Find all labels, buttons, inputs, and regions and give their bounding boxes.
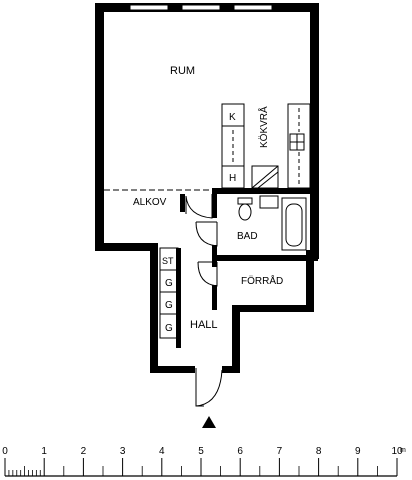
room-label-forrad: FÖRRÅD [241, 274, 283, 287]
fridge-label: K [229, 112, 236, 123]
room-label-alkov: ALKOV [133, 197, 167, 208]
scale-bar: 0 1 2 3 4 5 6 7 8 9 10 m [2, 446, 406, 477]
scale-tick-label-1: 1 [41, 446, 47, 457]
door-forrad-icon [197, 261, 218, 287]
entrance-arrow-icon [202, 416, 216, 428]
door-entrance-icon [195, 368, 223, 407]
scale-tick-label-0: 0 [2, 446, 8, 457]
doors [185, 194, 223, 407]
bathtub-icon [281, 197, 307, 251]
scale-unit-label: m [400, 447, 406, 454]
stove-label: H [229, 173, 236, 184]
scale-tick-label-10: 10 [391, 446, 403, 457]
room-label-hall: HALL [190, 319, 218, 331]
room-label-rum: RUM [170, 65, 195, 77]
bathroom-fixtures [237, 195, 307, 251]
scale-tick-label-7: 7 [277, 446, 283, 457]
door-bad-icon [195, 221, 218, 247]
kitchen-counter [221, 103, 311, 189]
scale-tick-label-8: 8 [316, 446, 322, 457]
closet-label-g2: G [165, 300, 173, 311]
room-label-bad: BAD [237, 231, 258, 242]
scale-tick-label-2: 2 [81, 446, 87, 457]
scale-tick-label-6: 6 [237, 446, 243, 457]
scale-minor-ticks [8, 466, 378, 476]
scale-tick-label-5: 5 [198, 446, 204, 457]
toilet-icon [237, 197, 253, 205]
scale-tick-label-3: 3 [120, 446, 126, 457]
closet-label-g3: G [165, 323, 173, 334]
closet-label-st: ST [162, 256, 174, 266]
room-label-kokvra: KÖKVRÅ [257, 106, 270, 148]
closet-label-g1: G [165, 278, 173, 289]
scale-tick-label-9: 9 [355, 446, 361, 457]
scale-major-ticks: 0 1 2 3 4 5 6 7 8 9 10 [2, 446, 403, 476]
washbasin-icon [259, 195, 279, 209]
hall-closets [159, 247, 179, 339]
scale-tick-label-4: 4 [159, 446, 165, 457]
windows [129, 4, 273, 11]
door-alkov-icon [185, 194, 213, 219]
